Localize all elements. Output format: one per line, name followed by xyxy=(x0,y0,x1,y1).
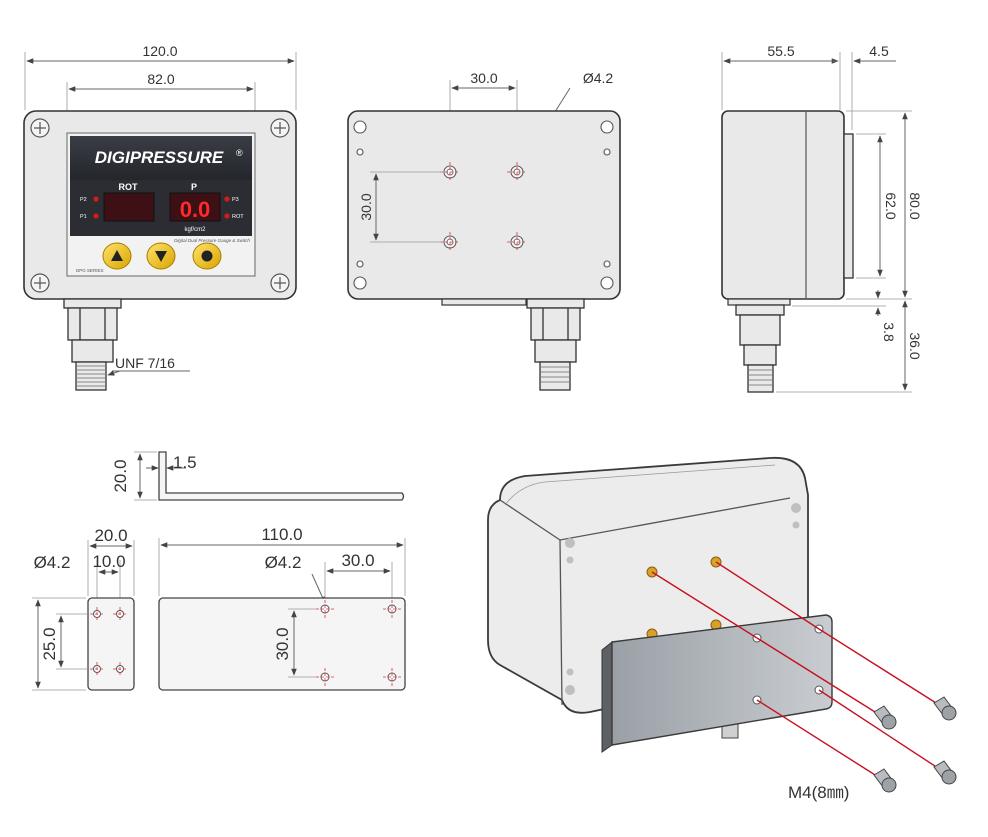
led-label-rot: ROT xyxy=(232,214,244,220)
dim-bracket-hole-dia: Ø4.2 xyxy=(265,553,302,572)
front-view: 120.0 82.0 DIGIPRESSURE ® ROT P 0.0 P2 P xyxy=(23,43,297,391)
dim-side-flange: 4.5 xyxy=(869,43,889,59)
led-label-p3: P3 xyxy=(232,197,239,203)
dim-side-fitting: 36.0 xyxy=(907,332,923,359)
back-view: 30.0 Ø4.2 30.0 xyxy=(347,70,621,391)
brand-name: DIGIPRESSURE xyxy=(95,148,224,167)
side-housing xyxy=(721,110,845,300)
bracket-end-view: 20.0 Ø4.2 10.0 25.0 xyxy=(32,526,135,691)
dim-bracket-small-w: 20.0 xyxy=(94,526,127,545)
dim-bracket-thickness: 1.5 xyxy=(173,453,197,472)
enter-button-icon xyxy=(192,242,222,270)
isometric-assembly: M4(8㎜) xyxy=(487,456,957,802)
dim-bracket-small-h: 25.0 xyxy=(40,627,59,660)
brand-panel xyxy=(70,136,252,180)
unit-label: kgf/cm2 xyxy=(184,227,206,233)
dim-side-gap: 3.8 xyxy=(881,322,897,342)
screw-icon xyxy=(873,696,957,793)
bracket-flat-view: 110.0 Ø4.2 30.0 30.0 xyxy=(158,525,406,691)
brand-mark: ® xyxy=(236,148,243,158)
screw-spec: M4(8㎜) xyxy=(788,783,849,802)
dim-back-pitch-x: 30.0 xyxy=(470,70,497,86)
dim-side-depth: 55.5 xyxy=(767,43,794,59)
status-led-icon xyxy=(93,196,230,219)
label-p: P xyxy=(191,182,197,192)
dim-bracket-hole-pitch: 30.0 xyxy=(341,551,374,570)
dim-side-height: 80.0 xyxy=(907,192,923,219)
p-display xyxy=(169,192,221,222)
series-label: DPG SERIES xyxy=(76,268,104,273)
panel-caption: Digital Dual Pressure Gauge & Switch xyxy=(174,238,250,243)
dim-bracket-hole-pitch-v: 30.0 xyxy=(273,627,292,660)
side-fitting xyxy=(735,304,785,393)
led-label-p2: P2 xyxy=(80,197,87,203)
dim-bracket-small-pitch: 10.0 xyxy=(92,552,125,571)
dim-bracket-len: 110.0 xyxy=(261,525,302,544)
dim-back-pitch-y: 30.0 xyxy=(358,193,374,220)
dim-bracket-flange-h: 20.0 xyxy=(111,459,130,492)
dim-bracket-small-hole: Ø4.2 xyxy=(34,553,71,572)
display-panel xyxy=(70,180,252,236)
back-corner-holes xyxy=(353,120,614,290)
side-view: 55.5 4.5 62.0 80.0 3.8 36. xyxy=(721,43,923,393)
dim-front-width: 120.0 xyxy=(142,43,177,59)
bracket-profile: 20.0 1.5 xyxy=(111,451,405,501)
down-button-icon xyxy=(146,242,176,270)
back-fitting xyxy=(526,298,585,391)
corner-screw-icon xyxy=(30,118,290,293)
back-mount-holes xyxy=(440,162,527,252)
label-rot: ROT xyxy=(119,182,139,192)
up-button-icon xyxy=(102,242,132,270)
led-label-p1: P1 xyxy=(80,214,87,220)
dim-port: UNF 7/16 xyxy=(115,355,175,371)
dim-back-hole-dia: Ø4.2 xyxy=(583,70,614,86)
back-housing xyxy=(347,110,621,300)
rot-display xyxy=(103,192,155,222)
dim-front-window: 82.0 xyxy=(147,71,174,87)
dim-side-window-h: 62.0 xyxy=(883,192,899,219)
pressure-fitting xyxy=(63,298,122,391)
display-value: 0.0 xyxy=(180,197,211,222)
